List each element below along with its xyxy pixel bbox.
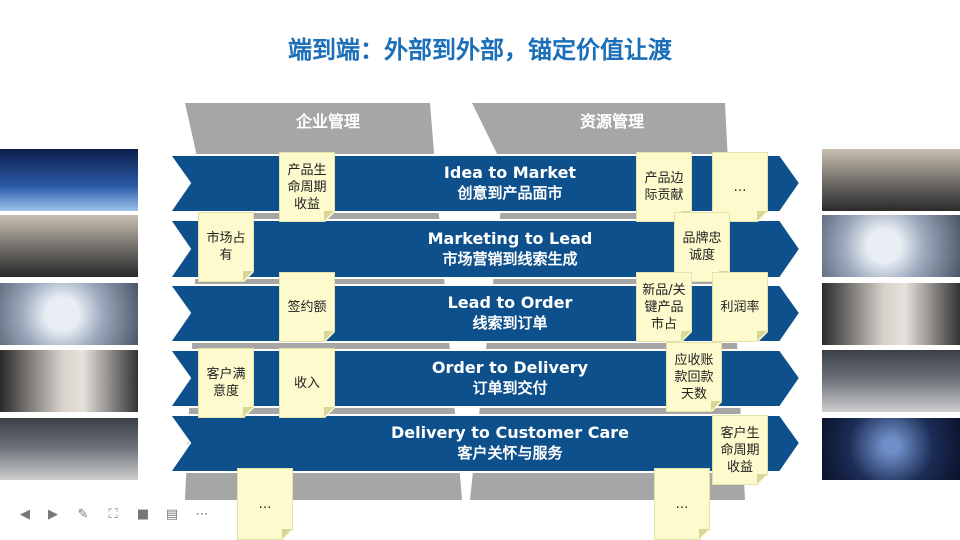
sticky-note: 客户生命周期收益	[712, 415, 768, 485]
band-en: Order to Delivery	[431, 358, 589, 377]
sticky-note: 客户满意度	[198, 348, 254, 418]
band-5	[168, 414, 802, 473]
slide-title: 端到端：外部到外部，锚定价值让渡	[288, 36, 672, 64]
sticky-note: …	[654, 468, 710, 540]
car-image	[822, 149, 960, 211]
sticky-note: …	[712, 152, 768, 222]
band-label-5: Delivery to Customer Care 客户关怀与服务	[300, 423, 720, 463]
sticky-note: 产品生命周期收益	[279, 152, 335, 222]
prev-icon[interactable]: ◀	[20, 507, 30, 522]
car-hands-image	[822, 350, 960, 412]
band-zh: 创意到产品面市	[457, 184, 563, 202]
sticky-note: 品牌忠诚度	[674, 212, 730, 282]
band-en: Idea to Market	[443, 163, 577, 182]
band-en: Delivery to Customer Care	[390, 423, 630, 442]
band-en: Lead to Order	[447, 293, 573, 312]
people-globe-image	[822, 215, 960, 277]
band-zh: 线索到订单	[472, 314, 548, 332]
hands-people-image	[822, 418, 960, 480]
sticky-note: 利润率	[712, 272, 768, 342]
band-zh: 市场营销到线索生成	[442, 250, 578, 268]
next-icon[interactable]: ▶	[48, 507, 58, 522]
lightbulbs-image	[0, 149, 138, 211]
band-zh: 订单到交付	[472, 379, 548, 397]
sticky-note: 新品/关键产品市占	[636, 272, 692, 342]
subtitle-icon[interactable]: ▤	[165, 507, 179, 522]
category-resource: 资源管理	[580, 112, 645, 131]
more-icon[interactable]: ⋯	[195, 507, 209, 522]
people-globe-image	[0, 283, 138, 345]
band-zh: 客户关怀与服务	[457, 444, 563, 462]
screen-icon[interactable]: ⛶	[108, 507, 118, 522]
band-label-3: Lead to Order 线索到订单	[300, 293, 720, 333]
band-label-4: Order to Delivery 订单到交付	[300, 358, 720, 398]
handshake-image	[0, 350, 138, 412]
band-en: Marketing to Lead	[427, 229, 593, 248]
sticky-note: 收入	[279, 348, 335, 418]
band-label-1: Idea to Market 创意到产品面市	[300, 163, 720, 203]
sticky-note: …	[237, 468, 293, 540]
car-hands-image	[0, 418, 138, 480]
sticky-note: 签约额	[279, 272, 335, 342]
sticky-note: 市场占有	[198, 212, 254, 282]
handshake-image	[822, 283, 960, 345]
sticky-note: 应收账款回款天数	[666, 342, 722, 412]
car-image	[0, 215, 138, 277]
camera-icon[interactable]: ■	[136, 507, 150, 522]
band-2	[168, 219, 802, 279]
sticky-note: 产品边际贡献	[636, 152, 692, 222]
pen-icon[interactable]: ✎	[77, 507, 89, 522]
category-enterprise: 企业管理	[296, 112, 361, 131]
band-label-2: Marketing to Lead 市场营销到线索生成	[300, 229, 720, 269]
